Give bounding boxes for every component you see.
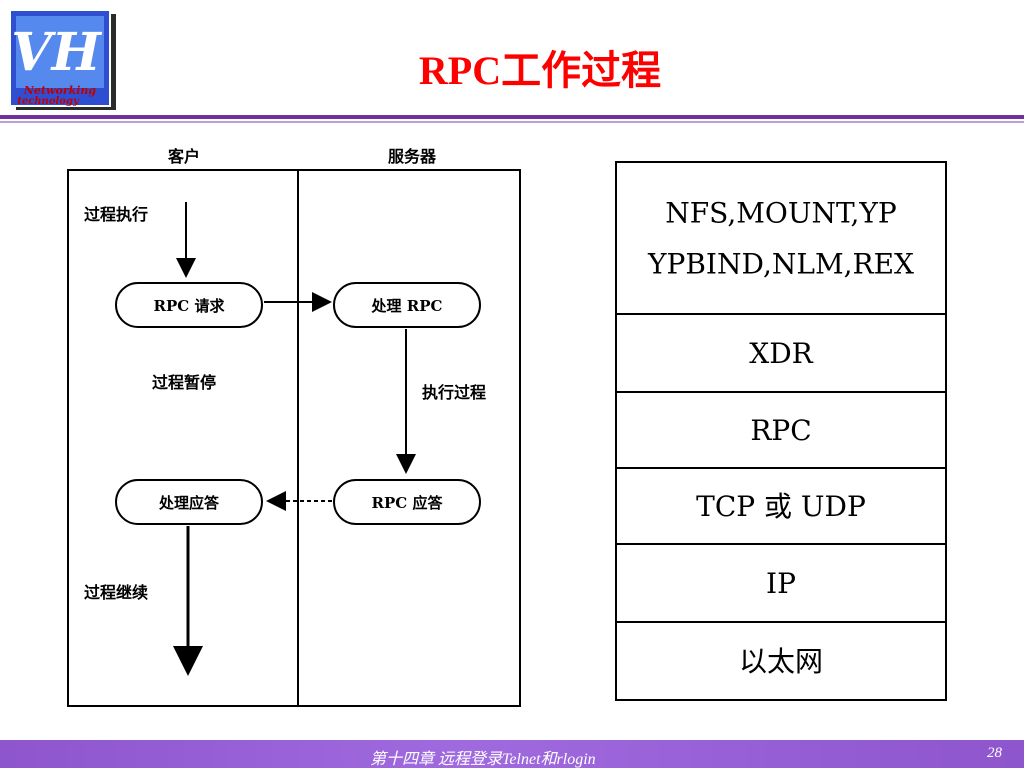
logo-text-line1: Networking — [23, 84, 97, 97]
stack-layer-box — [615, 391, 947, 469]
logo-letters: VH — [11, 22, 102, 83]
slide-title: RPC工作过程 — [418, 48, 662, 93]
label-call-proc: 过程执行 — [84, 205, 148, 224]
stack-layer-label: IP — [766, 567, 796, 600]
stack-layer-box — [615, 467, 947, 545]
node-handle-rpc — [333, 282, 481, 328]
node-handle-reply — [115, 479, 263, 525]
node-rpc-request — [115, 282, 263, 328]
rpc-diagram: 客户 服务器 过程执行 RPC 请求 处理 RPC 过程暂停 执行过程 RPC … — [67, 147, 947, 707]
node-rpc-request-label: RPC 请求 — [154, 297, 226, 315]
label-proc-suspend: 过程暂停 — [152, 373, 216, 392]
flow-frame — [67, 169, 521, 707]
stack-layer-box — [615, 543, 947, 623]
stack-layer-box — [615, 161, 947, 315]
stack-layer-label: RPC — [750, 414, 811, 447]
stack-layer-label: YPBIND,NLM,REX — [647, 247, 914, 280]
rpc-flow-chart: 客户 服务器 过程执行 RPC 请求 处理 RPC 过程暂停 执行过程 RPC … — [67, 147, 521, 707]
footer-chapter: 第十四章 远程登录Telnet和rlogin — [370, 751, 596, 768]
stack-layer-label: NFS,MOUNT,YP — [665, 197, 897, 230]
label-exec-proc: 执行过程 — [422, 383, 486, 402]
protocol-stack: NFS,MOUNT,YP YPBIND,NLM,REX XDR RPC TCP 或 UD… — [615, 161, 947, 701]
stack-layer-box — [615, 621, 947, 701]
stack-layer-box — [615, 313, 947, 393]
vh-networking-logo: VH Networking technology — [9, 9, 116, 110]
logo-text-line2: technology — [17, 96, 80, 107]
title-rule-thin — [0, 121, 1024, 123]
client-header: 客户 — [168, 147, 200, 166]
node-rpc-reply-label: RPC 应答 — [372, 494, 444, 512]
stack-layer-label: XDR — [749, 337, 813, 370]
stack-layer-label: TCP 或 UDP — [696, 490, 866, 523]
stack-layer-label: 以太网 — [739, 645, 823, 678]
node-handle-reply-label: 处理应答 — [158, 494, 220, 512]
label-proc-continue: 过程继续 — [84, 583, 148, 602]
footer-bar: 第十四章 远程登录Telnet和rlogin 28 — [0, 740, 1024, 768]
server-header: 服务器 — [388, 147, 437, 166]
title-rule — [0, 115, 1024, 119]
node-rpc-reply — [333, 479, 481, 525]
node-handle-rpc-label: 处理 RPC — [371, 297, 443, 315]
page-number: 28 — [987, 745, 1002, 761]
